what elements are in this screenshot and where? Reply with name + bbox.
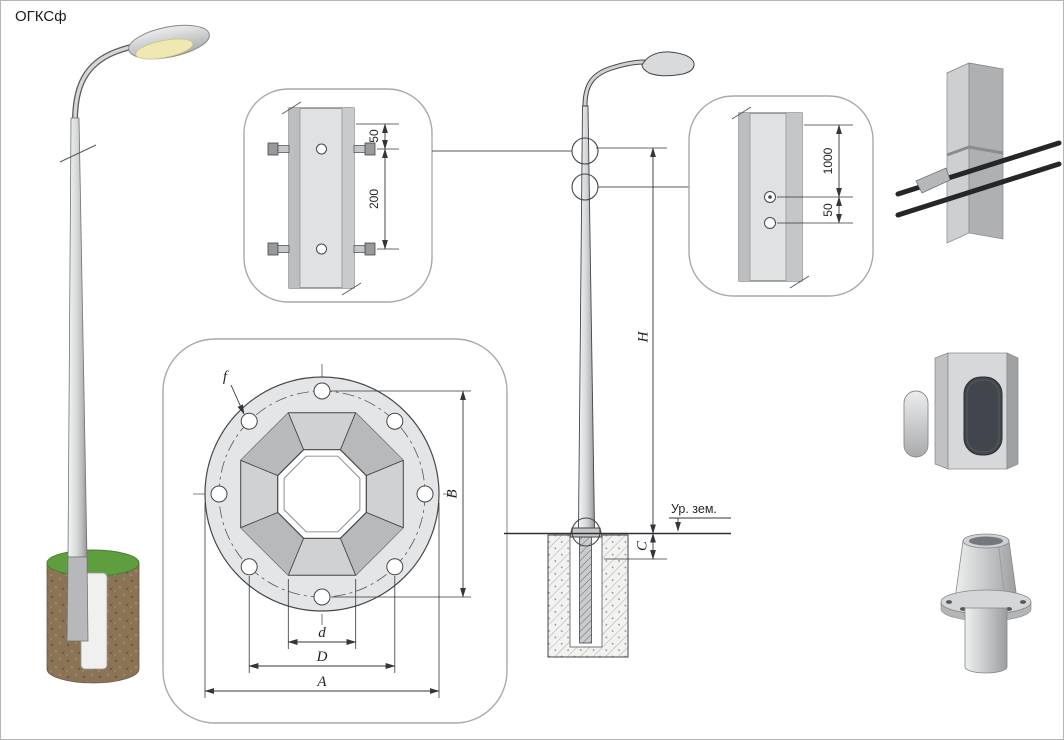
pole-elevation: H С Ур. зем. (432, 51, 731, 658)
dimensions: f B d D A (204, 369, 471, 698)
dim-H: H (635, 330, 651, 343)
dim-d: d (318, 625, 326, 641)
render-handhole-cover (903, 352, 1019, 470)
dim-1000: 1000 (821, 147, 835, 174)
dim-B: B (444, 489, 460, 498)
dim-A: A (316, 674, 327, 690)
pole-shaft (578, 105, 595, 529)
bolt-top-left (267, 142, 290, 156)
handhole-opening (963, 376, 1003, 456)
page-title: ОГКСф (15, 8, 67, 25)
pole-octagon-hole (277, 449, 367, 539)
flange-bolt-holes (210, 382, 434, 606)
bolt-top-right (353, 142, 376, 156)
dimensions: H С Ур. зем. (596, 147, 731, 560)
bolt-bottom-left (267, 242, 290, 256)
hole-top (316, 143, 327, 155)
detail-callout-mounting: 50 200 (243, 88, 433, 303)
dim-200: 200 (367, 189, 381, 209)
drain-hole (764, 217, 776, 229)
detail-circle-lower (571, 173, 599, 201)
render-flange-cup (940, 533, 1032, 674)
bolt-bottom-right (353, 242, 376, 256)
base-flange (569, 527, 603, 538)
dimensions: 50 200 (356, 123, 399, 250)
dim-D: D (316, 649, 328, 665)
dimensions: 1000 50 (777, 124, 853, 224)
pole-shaft (67, 117, 88, 558)
dim-50-top: 50 (367, 129, 381, 143)
break-mark (59, 144, 97, 163)
lamp-head (128, 24, 210, 60)
cable-2 (895, 161, 1062, 218)
render-cable-clamp (895, 62, 1062, 244)
ground-level-label: Ур. зем. (671, 502, 717, 516)
dim-C: С (634, 540, 650, 551)
hole-bottom (316, 243, 327, 255)
anchor-clamp (915, 167, 951, 194)
detail-callout-handhole: 1000 50 (688, 95, 874, 297)
pole-embedded-butt (66, 556, 89, 642)
pole-wall-octagon (283, 455, 361, 533)
dim-50-right: 50 (821, 203, 835, 217)
lamp-arm (582, 59, 646, 107)
pole-embedded-butt (579, 536, 592, 644)
detail-circle-upper (571, 137, 599, 165)
grass-top (46, 549, 140, 577)
pole-section-view (281, 101, 362, 296)
lamp-head (641, 51, 695, 77)
flange-detail-callout: f B d D A (162, 338, 508, 724)
lower-cylinder (964, 607, 1008, 674)
cover-plate (903, 390, 929, 458)
detail-circle-base (571, 517, 601, 547)
dim-f: f (223, 369, 229, 385)
pole-3d-render (46, 24, 210, 684)
cup-opening (969, 536, 1003, 546)
